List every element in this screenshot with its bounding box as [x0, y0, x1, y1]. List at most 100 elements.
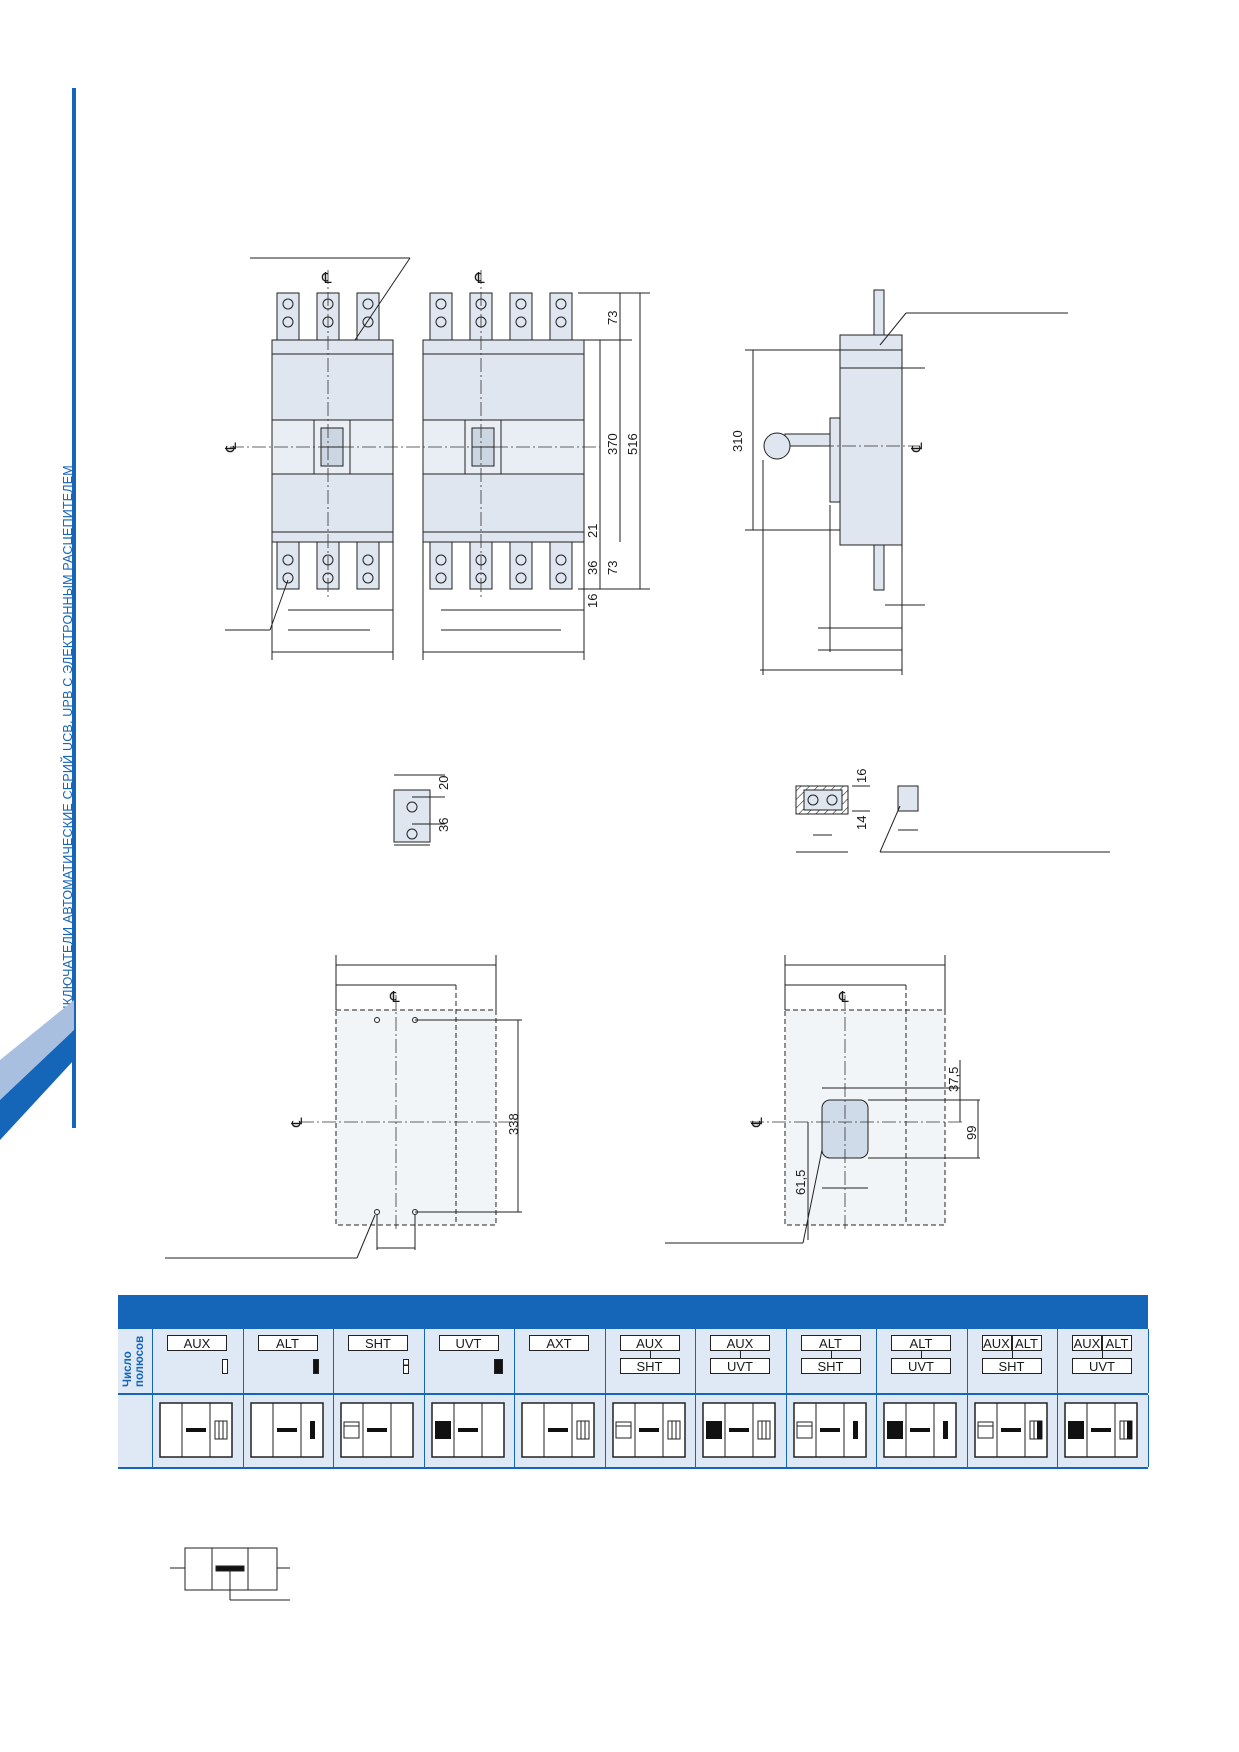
dim-20: 20: [436, 776, 451, 790]
accessory-symbol-cell-9: [876, 1395, 968, 1467]
accessory-table-header: [118, 1295, 1148, 1329]
centerline-symbol-cutout: ℄: [749, 1117, 766, 1128]
row-label-poles: Число полюсов: [118, 1329, 153, 1393]
accessory-symbol-cell-5: [514, 1395, 606, 1467]
accessory-tag: AUX: [1072, 1335, 1102, 1351]
accessory-symbol-cell-6: [605, 1395, 696, 1467]
centerline-symbol-cutout-top: ℄: [838, 989, 849, 1006]
accessory-tag: ALT: [800, 1335, 861, 1351]
accessory-tag: ALT: [891, 1335, 951, 1351]
mounting-template: [165, 955, 522, 1259]
corner-decoration: [0, 1000, 74, 1140]
breaker-symbol-icon: [1064, 1402, 1138, 1458]
dim-73-bottom: 73: [605, 561, 620, 575]
accessory-indicator: [403, 1359, 409, 1374]
accessory-cell-8: ALT SHT: [786, 1329, 877, 1393]
dim-16: 16: [585, 594, 600, 608]
tag-connector: [740, 1351, 741, 1358]
accessory-tag-secondary: UVT: [1072, 1358, 1132, 1374]
front-view-4pole: [422, 292, 650, 660]
accessory-symbol-cell-7: [695, 1395, 787, 1467]
accessory-symbol-cell-2: [243, 1395, 334, 1467]
tag-connector: [649, 1351, 651, 1358]
accessory-tag-secondary: UVT: [891, 1358, 951, 1374]
accessory-tag: ALT: [1102, 1335, 1132, 1351]
breaker-symbol-icon: [249, 1402, 324, 1458]
breaker-symbol-icon: [430, 1402, 505, 1458]
accessory-cell-5: AXT: [514, 1329, 606, 1393]
tag-connector: [921, 1351, 922, 1358]
dim-370: 370: [605, 433, 620, 455]
accessory-table-row-symbols: [118, 1395, 1149, 1469]
breaker-symbol-icon: [702, 1402, 776, 1458]
terminal-detail-right: [795, 785, 1110, 853]
breaker-symbol-icon: [611, 1402, 686, 1458]
dim-14-detail: 14: [854, 816, 869, 830]
accessory-tag: AXT: [529, 1335, 589, 1351]
tag-connector: [830, 1351, 832, 1358]
accessory-tag: ALT: [257, 1335, 318, 1351]
legend-symbol: [170, 1547, 290, 1601]
tag-connector: [1102, 1351, 1103, 1358]
cutout-template: [665, 955, 980, 1244]
dim-338: 338: [506, 1113, 521, 1135]
accessory-tag-secondary: SHT: [981, 1358, 1042, 1374]
accessory-cell-4: UVT: [424, 1329, 515, 1393]
accessory-symbol-cell-4: [424, 1395, 515, 1467]
sidebar-accent-line: [72, 88, 76, 1128]
accessory-tag-secondary: UVT: [710, 1358, 770, 1374]
accessory-cell-9: ALT UVT: [876, 1329, 968, 1393]
terminal-detail-left: [393, 774, 445, 846]
dim-16-detail: 16: [854, 769, 869, 783]
accessory-tag: SHT: [348, 1335, 408, 1351]
breaker-symbol-icon: [883, 1402, 957, 1458]
centerline-symbol-side: ℄: [909, 442, 926, 453]
centerline-symbol-mount-top: ℄: [389, 989, 400, 1006]
front-view-3pole: [225, 257, 411, 660]
accessory-tag: AUX: [619, 1335, 680, 1351]
dim-73-top: 73: [605, 311, 620, 325]
accessory-cell-6: AUX SHT: [605, 1329, 696, 1393]
accessory-tag: ALT: [1011, 1335, 1042, 1351]
accessory-cell-7: AUX UVT: [695, 1329, 787, 1393]
accessory-tag: AUX: [710, 1335, 770, 1351]
accessory-symbol-cell-10: [967, 1395, 1058, 1467]
dim-310: 310: [730, 430, 745, 452]
breaker-symbol-icon: [159, 1402, 233, 1458]
accessory-symbol-cell-1: [152, 1395, 244, 1467]
centerline-symbol-mount: ℄: [289, 1117, 306, 1128]
tag-connector: [1011, 1351, 1013, 1358]
accessory-symbol-cell-3: [333, 1395, 425, 1467]
dim-36-detail: 36: [436, 818, 451, 832]
dim-61-5: 61,5: [793, 1170, 808, 1195]
accessory-indicator: [222, 1359, 228, 1374]
centerline-symbol-top-3p: ℄: [321, 270, 332, 287]
accessory-tag-secondary: SHT: [800, 1358, 861, 1374]
accessory-tag: UVT: [438, 1335, 499, 1351]
breaker-symbol-icon: [340, 1402, 414, 1458]
side-view: [745, 289, 1068, 675]
dim-21: 21: [585, 524, 600, 538]
accessory-indicator: [493, 1359, 503, 1374]
accessory-symbol-cell-8: [786, 1395, 877, 1467]
breaker-symbol-icon: [973, 1402, 1048, 1458]
dim-37-5: 37,5: [946, 1067, 961, 1092]
centerline-symbol-top-4p: ℄: [474, 270, 485, 287]
accessory-symbol-cell-11: [1057, 1395, 1149, 1467]
dim-99: 99: [964, 1126, 979, 1140]
accessory-tag: AUX: [167, 1335, 227, 1351]
accessory-indicator: [312, 1359, 319, 1374]
accessory-tag-secondary: SHT: [619, 1358, 680, 1374]
centerline-symbol-front: ℄: [223, 442, 240, 453]
accessory-cell-2: ALT: [243, 1329, 334, 1393]
accessory-cell-1: AUX: [152, 1329, 244, 1393]
dim-36: 36: [585, 561, 600, 575]
dim-516: 516: [625, 433, 640, 455]
breaker-symbol-icon: [521, 1402, 595, 1458]
accessory-tag: AUX: [981, 1335, 1012, 1351]
breaker-symbol-icon: [792, 1402, 867, 1458]
